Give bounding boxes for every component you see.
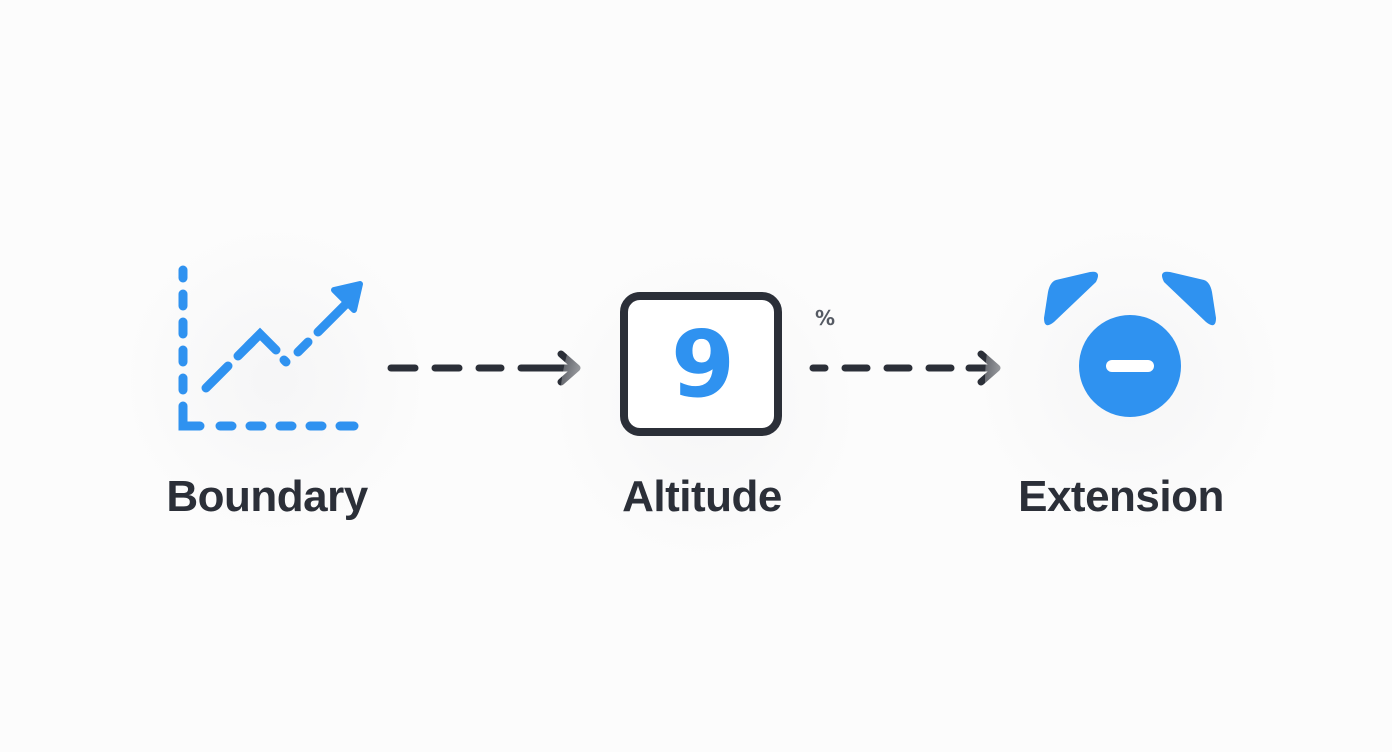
node-label-altitude: Altitude (622, 472, 782, 521)
number-box-value: 9 (670, 311, 735, 418)
trending-up-chart-icon (178, 265, 363, 431)
dashed-arrow-2 (809, 350, 1001, 386)
number-box-icon (620, 292, 782, 436)
percent-annotation: % (815, 306, 836, 330)
alarm-minus-icon (1044, 271, 1216, 417)
node-halo (130, 215, 420, 545)
node-label-boundary: Boundary (166, 472, 368, 521)
node-label-extension: Extension (1018, 472, 1224, 521)
dashed-arrow-1 (387, 350, 581, 386)
